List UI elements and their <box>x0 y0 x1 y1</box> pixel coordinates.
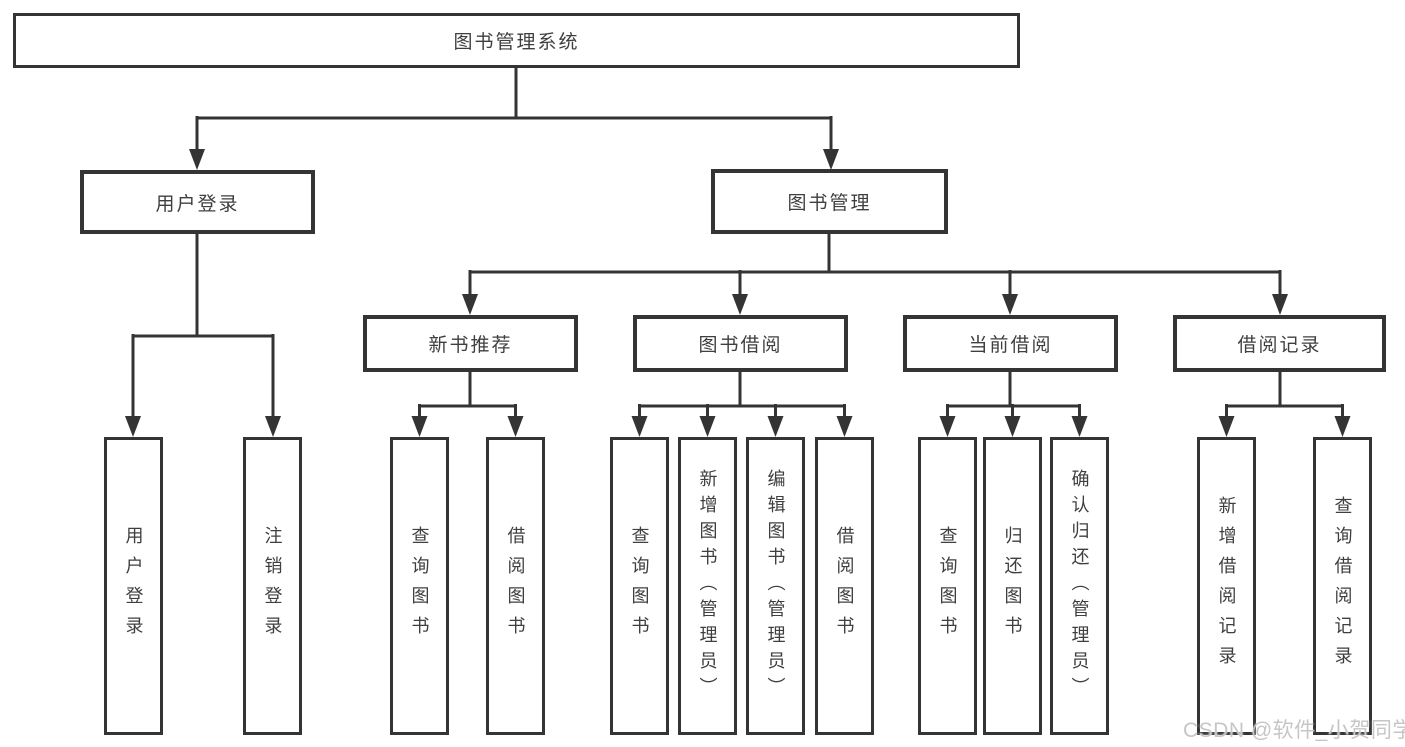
arrowhead <box>1071 416 1088 437</box>
node-label: 新增图书（管理员） <box>697 469 718 703</box>
arrowhead <box>1004 416 1021 437</box>
node-new-book-recommendation: 新书推荐 <box>363 315 578 372</box>
arrowhead <box>189 149 205 170</box>
node-label: 借阅图书 <box>505 526 526 646</box>
node-label: 当前借阅 <box>968 335 1053 356</box>
node-label: 编辑图书（管理员） <box>765 469 786 703</box>
node-user-login: 用户登录 <box>80 170 315 234</box>
node-label: 图书借阅 <box>698 335 783 356</box>
node-leaf-return-books: 归还图书 <box>983 437 1042 735</box>
arrowhead <box>836 416 853 437</box>
node-leaf-borrow-books-2: 借阅图书 <box>815 437 874 735</box>
connector-book-management <box>468 231 1282 297</box>
node-leaf-user-login: 用户登录 <box>104 437 163 735</box>
node-label: 借阅图书 <box>834 526 855 646</box>
arrowhead <box>1218 416 1235 437</box>
connector-book-borrowing <box>638 370 846 419</box>
node-borrow-records: 借阅记录 <box>1173 315 1386 372</box>
connector-root-to-branches <box>195 66 833 152</box>
arrowhead <box>631 416 648 437</box>
node-book-borrowing: 图书借阅 <box>633 315 848 372</box>
arrowhead <box>265 416 281 437</box>
arrowhead <box>411 416 428 437</box>
node-current-borrowing: 当前借阅 <box>903 315 1118 372</box>
node-label: 确认归还（管理员） <box>1069 469 1090 703</box>
node-label: 查询借阅记录 <box>1332 496 1353 676</box>
node-leaf-logout: 注销登录 <box>243 437 302 735</box>
node-leaf-query-books-3: 查询图书 <box>918 437 977 735</box>
node-label: 图书管理系统 <box>453 32 580 53</box>
arrowhead <box>732 294 748 315</box>
node-leaf-confirm-return-admin: 确认归还（管理员） <box>1050 437 1109 735</box>
arrowhead <box>699 416 716 437</box>
node-label: 图书管理 <box>787 193 872 214</box>
node-label: 新书推荐 <box>428 335 513 356</box>
csdn-watermark: CSDN @软件_小贺同学 <box>1183 719 1405 742</box>
connector-new-book-recommendation <box>418 370 517 419</box>
arrowhead <box>767 416 784 437</box>
node-leaf-add-borrow-record: 新增借阅记录 <box>1197 437 1256 735</box>
node-leaf-edit-books-admin: 编辑图书（管理员） <box>746 437 805 735</box>
node-book-management: 图书管理 <box>711 169 948 234</box>
arrowhead <box>939 416 956 437</box>
node-leaf-borrow-books-1: 借阅图书 <box>486 437 545 735</box>
node-label: 注销登录 <box>262 526 283 646</box>
node-label: 用户登录 <box>123 526 144 646</box>
node-leaf-query-borrow-record: 查询借阅记录 <box>1313 437 1372 735</box>
node-library-management-system: 图书管理系统 <box>13 13 1020 68</box>
arrowhead <box>125 416 141 437</box>
arrowhead <box>462 294 478 315</box>
node-leaf-query-books-2: 查询图书 <box>610 437 669 735</box>
connector-user-login <box>131 233 275 419</box>
arrowhead <box>507 416 524 437</box>
node-label: 查询图书 <box>937 526 958 646</box>
arrowhead <box>1272 294 1288 315</box>
connector-borrow-records <box>1225 370 1344 419</box>
node-label: 查询图书 <box>409 526 430 646</box>
node-label: 归还图书 <box>1002 526 1023 646</box>
node-leaf-add-books-admin: 新增图书（管理员） <box>678 437 737 735</box>
arrowhead <box>1002 294 1018 315</box>
connector-current-borrowing <box>946 370 1081 419</box>
node-label: 借阅记录 <box>1237 335 1322 356</box>
arrowhead <box>823 149 839 170</box>
node-label: 用户登录 <box>155 193 240 215</box>
arrowhead <box>1334 416 1351 437</box>
node-label: 查询图书 <box>629 526 650 646</box>
node-leaf-query-books-1: 查询图书 <box>390 437 449 735</box>
node-label: 新增借阅记录 <box>1216 496 1237 676</box>
